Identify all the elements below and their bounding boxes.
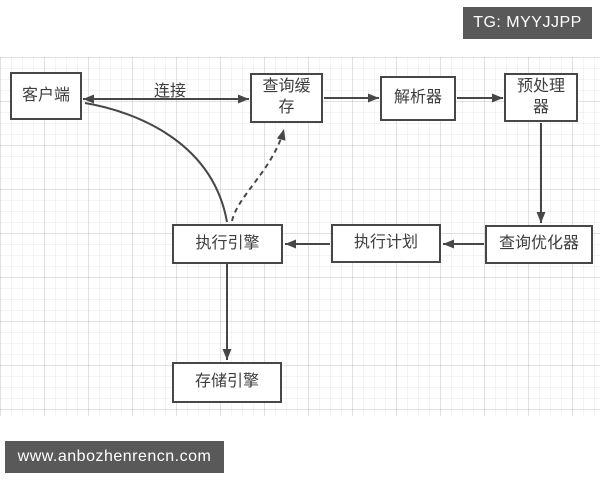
node-query-optimizer: 查询优化器 bbox=[485, 225, 593, 264]
node-storage-engine-label: 存储引擎 bbox=[194, 373, 259, 391]
edge-execution-engine-client-result-curve bbox=[84, 102, 228, 223]
node-query-cache: 查询缓存 bbox=[250, 73, 323, 123]
node-preprocessor-label: 预处理器 bbox=[516, 77, 565, 116]
node-query-cache-label: 查询缓存 bbox=[262, 78, 311, 116]
edge-label-connect: 连接 bbox=[153, 83, 186, 100]
node-execution-plan: 执行计划 bbox=[331, 224, 441, 263]
node-parser: 解析器 bbox=[380, 76, 456, 121]
node-execution-engine-label: 执行引擎 bbox=[195, 234, 260, 252]
telegram-watermark-text: TG: MYYJJPP bbox=[473, 14, 582, 31]
node-parser-label: 解析器 bbox=[393, 89, 442, 107]
node-storage-engine: 存储引擎 bbox=[172, 362, 282, 403]
node-execution-engine: 执行引擎 bbox=[172, 224, 283, 264]
node-execution-plan-label: 执行计划 bbox=[353, 234, 418, 252]
node-client: 客户端 bbox=[10, 72, 82, 120]
node-query-optimizer-label: 查询优化器 bbox=[498, 235, 579, 253]
website-watermark-bar: www.anbozhenrencn.com bbox=[5, 441, 224, 473]
node-preprocessor: 预处理器 bbox=[504, 73, 578, 122]
telegram-watermark-badge: TG: MYYJJPP bbox=[463, 7, 592, 39]
node-client-label: 客户端 bbox=[21, 86, 70, 104]
website-watermark-text: www.anbozhenrencn.com bbox=[17, 448, 212, 465]
edge-execution-engine-query-cache-dashed bbox=[231, 128, 286, 222]
